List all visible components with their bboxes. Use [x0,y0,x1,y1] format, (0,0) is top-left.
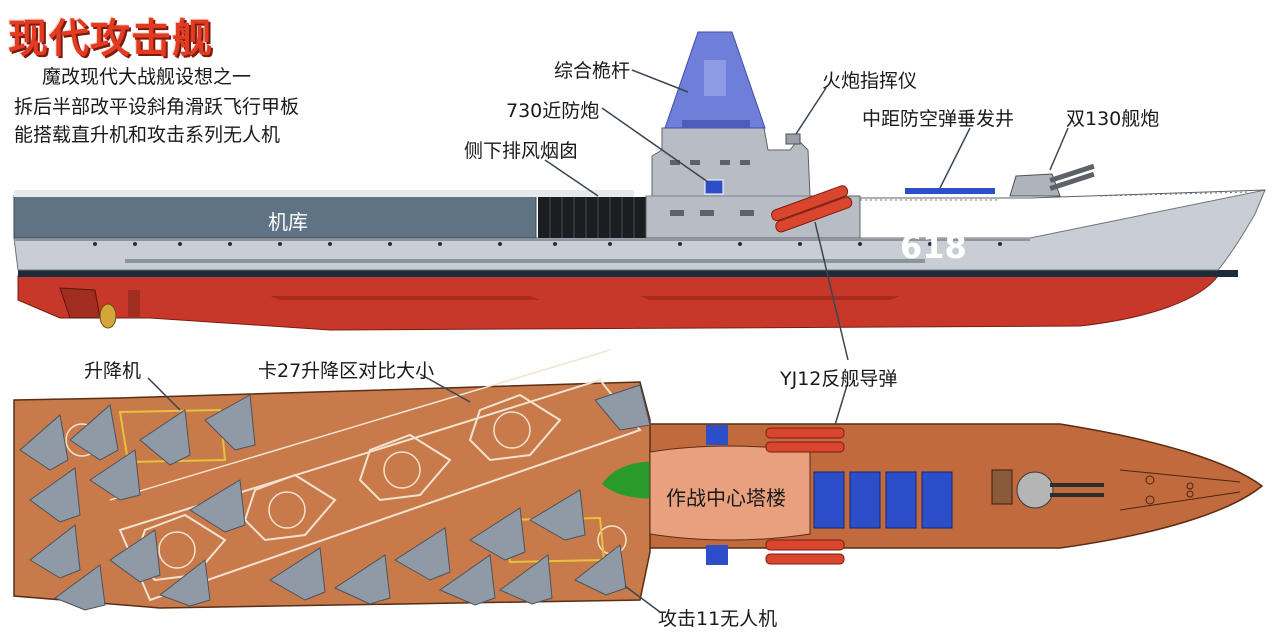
portholes [93,242,1002,246]
drone-icon [139,409,191,466]
drone-icon [189,479,246,533]
drone-icon [469,507,526,561]
label-elevator: 升降机 [84,360,142,382]
label-cic-tower: 作战中心塔楼 [666,486,786,510]
label-ciws: 730近防炮 [506,100,600,122]
drone-icon [204,394,256,451]
hull-topside [13,189,1266,271]
label-missile: YJ12反舰导弹 [780,368,898,390]
elevator-outline [118,408,227,464]
drone-icon [69,404,119,461]
ciws-top-port [706,425,728,445]
missiles-top [765,427,845,565]
label-ka27-area: 卡27升降区对比大小 [258,360,435,382]
side-view [13,31,1266,331]
subtitle-line-1: 魔改现代大战舰设想之一 [42,66,252,88]
drone-icon [109,529,161,583]
drone-icon [394,527,451,581]
missile-launcher [771,185,853,233]
hull-underwater [17,275,1220,331]
drone-icon [89,449,141,501]
subtitle-line-3: 能搭载直升机和攻击系列无人机 [14,124,281,146]
label-gun-director: 火炮指挥仪 [822,70,918,92]
drone-icon [499,554,553,605]
main-gun [1009,163,1095,197]
drone-icon [594,384,651,431]
cic-tower-block [649,445,811,541]
hangar-deck [13,195,537,239]
gun-director [785,133,801,145]
label-drones: 攻击11无人机 [658,608,778,630]
drone-icon [158,559,211,607]
tower-green-edge [602,461,660,499]
ciws-top-stbd [706,545,728,565]
ciws-mount [704,179,724,195]
top-view [13,349,1264,611]
drone-icon [53,564,106,611]
drone-icon [333,554,391,605]
drone-icon [574,544,627,596]
drone-icon [19,414,69,471]
vls-cells [905,188,995,194]
exhaust-grille [538,197,646,238]
label-exhaust: 侧下排风烟囱 [464,140,579,162]
subtitle-line-2: 拆后半部改平设斜角滑跃飞行甲板 [14,96,300,118]
vls-blocks [813,471,953,529]
drone-icon [438,554,496,606]
label-main-gun: 双130舰炮 [1066,108,1160,130]
drones [19,384,651,611]
drone-icon [29,467,81,523]
main-title: 现代攻击舰 [8,16,213,62]
hull-number: 618 [900,228,967,266]
leader-lines [147,69,1069,613]
waterline [18,270,1238,277]
drone-icon [269,547,326,601]
superstructure [645,127,861,239]
label-mast: 综合桅杆 [554,60,631,82]
gun-turret-top [991,469,1104,509]
label-vls: 中距防空弹垂发井 [862,108,1015,130]
drone-icon [29,524,81,579]
drone-icon [529,489,586,541]
label-hangar: 机库 [268,210,308,234]
